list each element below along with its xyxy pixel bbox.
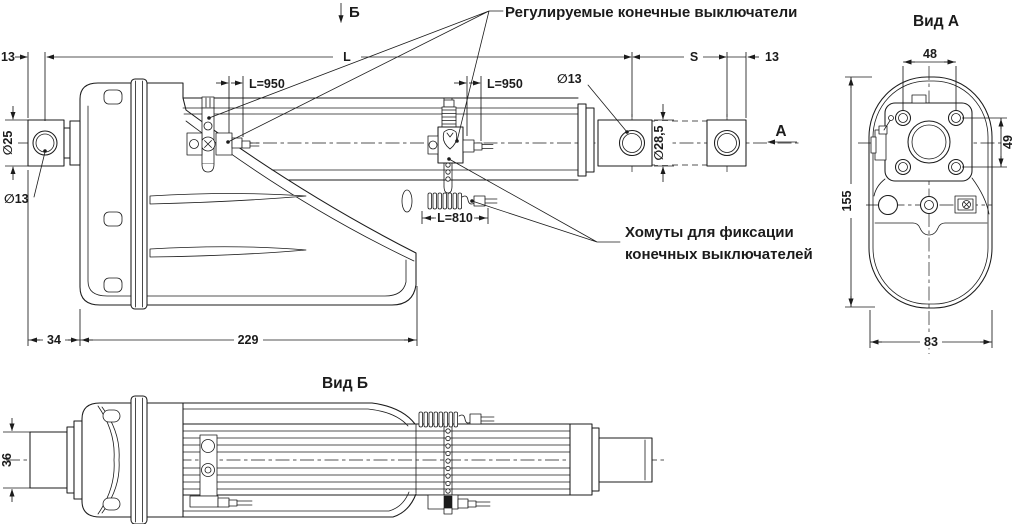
dim-34: 34: [47, 333, 61, 347]
dim-cable-950-left: L=950: [249, 77, 285, 91]
dim-83: 83: [924, 335, 938, 349]
view-b-rear-eye: [29, 420, 83, 500]
view-a-dimensions: 48 49 155 83: [840, 47, 1015, 349]
dim-229: 229: [238, 333, 259, 347]
gearbox-housing: [79, 78, 417, 310]
callout-clamps-line2: конечных выключателей: [625, 246, 813, 263]
side-switch-bracket: [870, 115, 894, 161]
rod-eye-ends: [597, 119, 747, 167]
dim-S: S: [690, 50, 698, 64]
switch-cable: [427, 192, 498, 210]
view-a-arrow-label: А: [775, 123, 786, 140]
view-b: Вид Б: [0, 375, 664, 524]
limit-switch-1: [186, 96, 260, 173]
view-b-switch-clamp-2: [427, 418, 491, 515]
dim-48: 48: [923, 47, 937, 61]
dim-cable-950-right: L=950: [487, 77, 523, 91]
front-dimensions: 13 L S 13 L=950 L=950 L=810 ∅25: [1, 50, 779, 347]
dim-L: L: [343, 50, 351, 64]
view-b-tube: [182, 402, 571, 518]
actuator-tube: [182, 97, 595, 181]
dim-13-left: 13: [1, 50, 15, 64]
view-b-title: Вид Б: [322, 375, 368, 392]
housing-band: [130, 78, 148, 310]
dim-rod-hole-dia: ∅13: [557, 72, 582, 86]
view-b-arrow-label: Б: [349, 4, 360, 21]
dim-cable-810: L=810: [437, 211, 473, 225]
view-b-housing: [81, 395, 184, 524]
cooling-fin: [149, 246, 307, 258]
view-direction-a: А: [767, 123, 797, 145]
cooling-fin: [149, 193, 307, 205]
limit-switch-2: [427, 97, 494, 194]
view-b-dimensions: 36: [0, 418, 30, 502]
rear-eye-mount: [27, 119, 81, 167]
callout-limit-switches: Регулируемые конечные выключатели: [505, 4, 797, 21]
view-direction-b: Б: [338, 3, 360, 23]
grease-screw: [954, 195, 977, 214]
dim-49: 49: [1001, 135, 1015, 149]
dim-155: 155: [840, 191, 854, 212]
dim-13-right: 13: [765, 50, 779, 64]
dim-rod-dia: ∅28,5: [652, 125, 666, 160]
view-a-title: Вид А: [913, 13, 959, 30]
dim-eye-hole-dia: ∅13: [4, 192, 29, 206]
dim-eye-dia: ∅25: [1, 131, 15, 156]
dim-36: 36: [0, 453, 14, 467]
callout-clamps-line1: Хомуты для фиксации: [625, 224, 794, 241]
callout-leaders: [207, 10, 621, 243]
view-b-cable: [418, 411, 495, 428]
view-a: Вид А: [840, 13, 1015, 354]
view-b-switch-clamp-1: [189, 434, 253, 508]
view-b-rod-end: [569, 423, 653, 496]
front-view: 13 L S 13 L=950 L=950 L=810 ∅25: [1, 3, 813, 347]
